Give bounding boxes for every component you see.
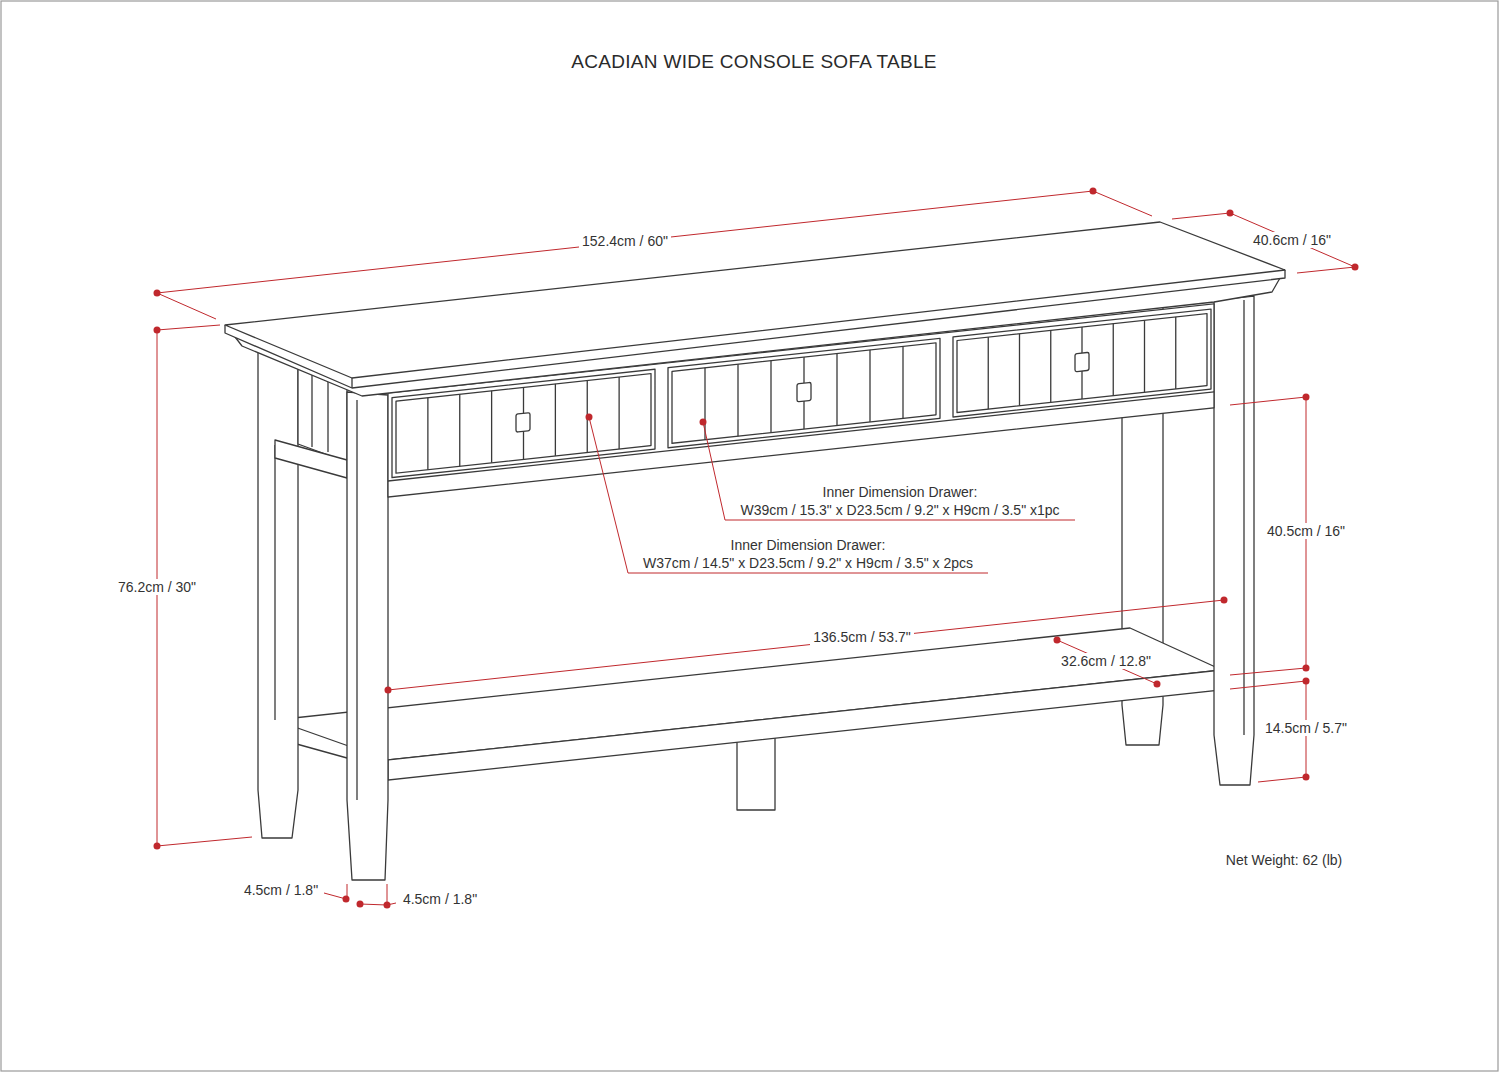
front-right-leg (1214, 296, 1254, 785)
dimension-dots (1303, 774, 1310, 781)
dimension-label: 40.5cm / 16" (1264, 523, 1348, 539)
side-slat (311, 368, 312, 447)
dimension-lines (157, 191, 1093, 293)
leg-bevel (1243, 300, 1244, 735)
drawer-panel (957, 314, 1207, 413)
dimension-lines (157, 191, 1355, 905)
table-top (225, 222, 1285, 378)
drawer-note-heading: Inner Dimension Drawer: (728, 537, 889, 553)
drawer-slat (988, 337, 989, 409)
leg-bevel (356, 400, 357, 800)
dimension-lines (1258, 777, 1306, 782)
dimension-dots (385, 687, 392, 694)
drawer-slat (737, 364, 738, 436)
drawer-slat (836, 354, 837, 426)
dimension-label: 4.5cm / 1.8" (241, 882, 321, 898)
shelf-front (388, 670, 1222, 780)
drawer-slat (1019, 334, 1020, 406)
shelf-front (388, 670, 1222, 780)
dimension-lines (703, 422, 725, 520)
drawer-slat (427, 398, 428, 470)
dimension-dots (1154, 681, 1161, 688)
dimension-label: 40.6cm / 16" (1250, 232, 1334, 248)
dimension-label: 76.2cm / 30" (115, 579, 199, 595)
dimension-lines (1230, 397, 1306, 405)
dimension-lines (157, 325, 220, 330)
drawer-knob (797, 382, 811, 402)
dimension-lines (1230, 681, 1306, 689)
drawer-slat (555, 384, 556, 456)
dimension-label: 152.4cm / 60" (579, 233, 671, 249)
drawer-slat (459, 394, 460, 466)
drawer-note-heading: Inner Dimension Drawer: (820, 484, 981, 500)
dimension-lines (388, 600, 1224, 690)
dimension-lines (589, 417, 628, 573)
dimension-lines (1057, 640, 1157, 684)
dimension-lines (1230, 668, 1306, 675)
drawer-slat (869, 350, 870, 422)
dimension-lines (1297, 267, 1355, 273)
drawer-slat (1113, 324, 1114, 396)
dimension-dots (1303, 394, 1310, 401)
back-left-leg (258, 352, 298, 838)
dimension-dots (154, 290, 161, 297)
dimension-label: 14.5cm / 5.7" (1262, 720, 1350, 736)
drawer-slat (770, 361, 771, 433)
dimension-dots (343, 896, 350, 903)
drawer-slat (618, 377, 619, 449)
drawer-knob (516, 413, 530, 433)
side-rail (275, 440, 347, 478)
drawer-slat (1175, 317, 1176, 389)
dimension-dots (357, 901, 364, 908)
drawer-note: W39cm / 15.3" x D23.5cm / 9.2" x H9cm / … (737, 502, 1062, 518)
dimension-lines (157, 293, 216, 319)
dimension-dots (1227, 210, 1234, 217)
diagram-title: ACADIAN WIDE CONSOLE SOFA TABLE (568, 54, 939, 70)
dimension-lines (1093, 191, 1152, 216)
table-outline (351, 378, 352, 388)
dimension-lines (628, 573, 988, 574)
dimension-dots (384, 902, 391, 909)
dimension-dots (154, 327, 161, 334)
dimension-dots (1221, 597, 1228, 604)
dimension-dots (1303, 678, 1310, 685)
drawer-note: W37cm / 14.5" x D23.5cm / 9.2" x H9cm / … (640, 555, 976, 571)
dimension-lines (725, 520, 1075, 521)
front-left-leg (347, 392, 388, 880)
dimension-dots (700, 419, 707, 426)
dimension-dots (1090, 188, 1097, 195)
dimension-dots (1303, 665, 1310, 672)
dimension-dots (154, 188, 1359, 909)
dimension-dots (154, 843, 161, 850)
drawer-slat (491, 391, 492, 463)
dimension-dots (586, 414, 593, 421)
table-outline (225, 222, 1285, 880)
drawer-slat (902, 346, 903, 418)
dimension-lines (157, 837, 252, 846)
weight-note: Net Weight: 62 (lb) (1223, 852, 1345, 868)
dimension-dots (1352, 264, 1359, 271)
drawer-slat (1144, 320, 1145, 392)
dimension-label: 4.5cm / 1.8" (400, 891, 480, 907)
dimension-lines (1230, 213, 1355, 267)
drawer-knob (1075, 352, 1089, 372)
leg-edge (274, 445, 275, 720)
dimension-lines (1172, 213, 1230, 219)
dimension-label: 136.5cm / 53.7" (810, 629, 914, 645)
side-slat (327, 373, 328, 452)
drawer-slat (1050, 330, 1051, 402)
dimension-dots (1054, 637, 1061, 644)
dimension-lines (360, 904, 387, 905)
dimension-label: 32.6cm / 12.8" (1058, 653, 1154, 669)
